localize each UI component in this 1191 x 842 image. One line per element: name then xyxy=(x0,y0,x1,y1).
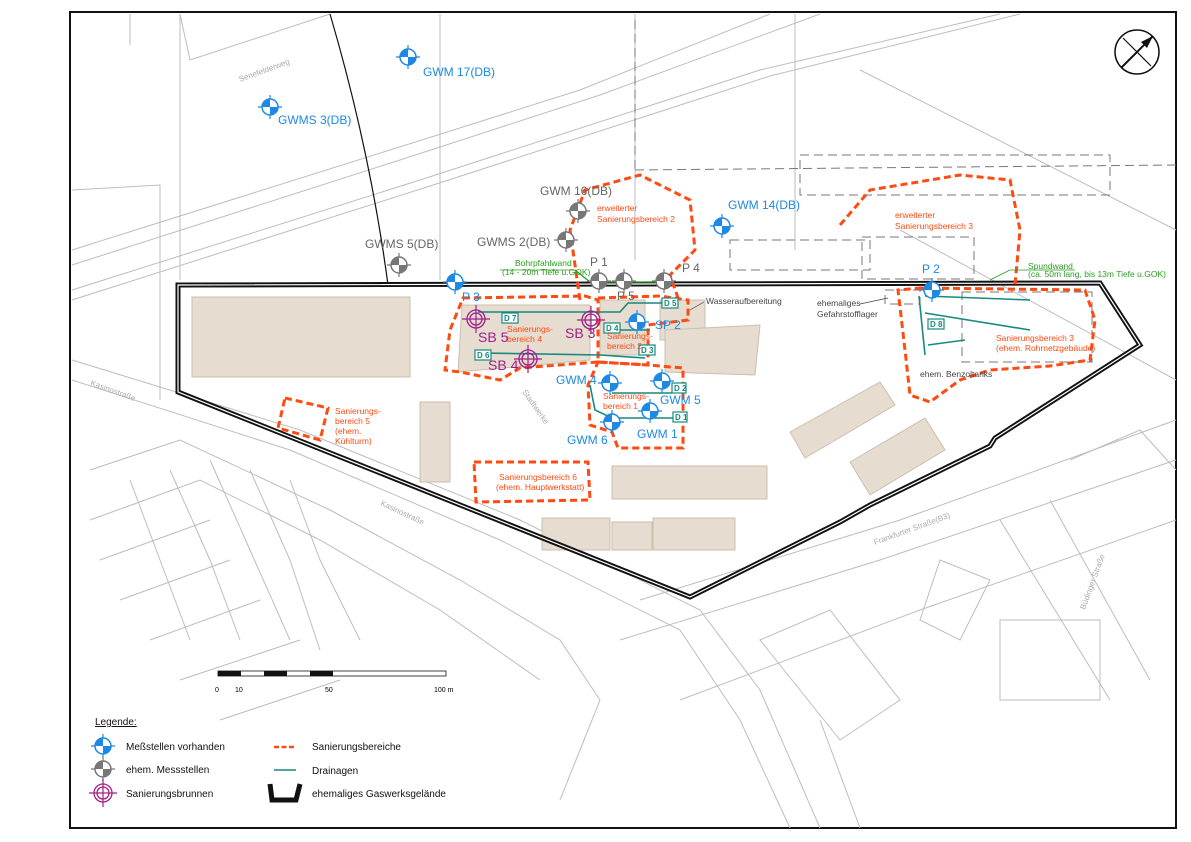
legend-item: Drainagen xyxy=(312,766,358,777)
svg-text:GWM 5: GWM 5 xyxy=(660,393,701,407)
former-structures xyxy=(634,20,1177,363)
svg-text:P 4: P 4 xyxy=(682,261,700,275)
spundwand-label: Spundwand xyxy=(1028,261,1073,271)
former-wells: GWM 16(DB) GWMS 2(DB) GWMS 5(DB) P 1 P 4… xyxy=(365,184,700,303)
svg-text:ehem. Benzoltanks: ehem. Benzoltanks xyxy=(920,369,992,379)
svg-text:GWMS 2(DB): GWMS 2(DB) xyxy=(477,235,550,249)
svg-text:10: 10 xyxy=(235,687,243,694)
drainage-label-d4: D 4 xyxy=(603,322,621,334)
svg-text:P 5: P 5 xyxy=(617,289,635,303)
svg-text:GWM 1: GWM 1 xyxy=(637,427,678,441)
base-map-lines xyxy=(71,13,1177,829)
buildings xyxy=(191,296,946,551)
svg-text:D 4: D 4 xyxy=(606,324,619,333)
svg-text:P 3: P 3 xyxy=(462,290,480,304)
remediation-areas xyxy=(276,173,1097,504)
svg-text:D 6: D 6 xyxy=(477,351,490,360)
svg-text:P 1: P 1 xyxy=(590,255,608,269)
north-arrow-icon xyxy=(1114,29,1160,75)
legend-item: Meßstellen vorhanden xyxy=(126,742,225,753)
existing-wells: GWM 17(DB) GWMS 3(DB) GWM 14(DB) P 3 SP … xyxy=(257,44,945,447)
svg-text:Sanierungsbereich 6(ehem. Haup: Sanierungsbereich 6(ehem. Hauptwerkstatt… xyxy=(496,472,585,492)
svg-text:GWM 4: GWM 4 xyxy=(556,373,597,387)
drainage-label-d6: D 6 xyxy=(474,349,492,361)
map-frame xyxy=(69,11,1177,829)
svg-text:SB 5: SB 5 xyxy=(478,329,509,345)
bohrpfahlwand-note: (14 - 20m Tiefe u.GOK) xyxy=(502,267,591,277)
svg-text:SB 4: SB 4 xyxy=(488,357,519,373)
svg-text:GWMS 5(DB): GWMS 5(DB) xyxy=(365,237,438,251)
legend: Legende: Meßstellen vorhanden ehem. Mess… xyxy=(88,717,446,808)
svg-text:Sanierungs-bereich 2: Sanierungs-bereich 2 xyxy=(607,331,653,351)
svg-text:D 7: D 7 xyxy=(504,314,517,323)
svg-text:0: 0 xyxy=(215,687,219,694)
svg-text:D 5: D 5 xyxy=(664,299,677,308)
svg-text:D 1: D 1 xyxy=(675,413,688,422)
svg-text:GWM 14(DB): GWM 14(DB) xyxy=(728,198,800,212)
svg-text:Sanierungs-bereich 4: Sanierungs-bereich 4 xyxy=(507,324,553,344)
svg-text:D 8: D 8 xyxy=(930,320,943,329)
scale-bar: 0 10 50 100 m xyxy=(215,670,454,694)
svg-text:SP 2: SP 2 xyxy=(655,318,681,332)
drainage-label-d1: D 1 xyxy=(672,411,688,423)
svg-text:Wasseraufbereitung: Wasseraufbereitung xyxy=(706,296,782,306)
legend-item: Sanierungsbereiche xyxy=(312,742,401,753)
legend-item: ehem. Messstellen xyxy=(126,765,209,776)
remediation-wells: SB 5 SB 3 SB 4 xyxy=(461,304,606,374)
legend-title: Legende: xyxy=(95,717,137,728)
drainage-label-d3: D 3 xyxy=(638,344,656,356)
svg-text:100 m: 100 m xyxy=(434,687,454,694)
svg-text:Sanierungs-bereich 1: Sanierungs-bereich 1 xyxy=(603,391,649,411)
svg-text:D 3: D 3 xyxy=(641,346,654,355)
svg-text:Sanierungs-bereich 5(ehem.Kühl: Sanierungs-bereich 5(ehem.Kühlturm) xyxy=(335,406,381,446)
walls: Bohrpfahlwand (14 - 20m Tiefe u.GOK) Spu… xyxy=(500,258,1166,283)
spundwand-note: (ca. 50m lang, bis 13m Tiefe u.GOK) xyxy=(1028,269,1166,279)
bohrpfahlwand-label: Bohrpfahlwand xyxy=(515,258,572,268)
svg-text:Sanierungsbereich 3(ehem. Rohr: Sanierungsbereich 3(ehem. Rohrnetzgebäud… xyxy=(996,333,1095,353)
svg-text:GWM 16(DB): GWM 16(DB) xyxy=(540,184,612,198)
drainage-label-d7: D 7 xyxy=(501,312,519,324)
drainage-label-d2: D 2 xyxy=(671,382,687,394)
svg-text:GWM 17(DB): GWM 17(DB) xyxy=(423,65,495,79)
drainage-label-d8: D 8 xyxy=(927,318,945,330)
svg-text:GWMS 3(DB): GWMS 3(DB) xyxy=(278,113,351,127)
legend-item: Sanierungsbrunnen xyxy=(126,789,213,800)
legend-item: ehemaliges Gaswerksgelände xyxy=(312,789,446,800)
svg-text:SB 3: SB 3 xyxy=(565,325,596,341)
drainage-labels: D 1 D 2 D 3 D 4 D 5 D 6 D 7 D 8 xyxy=(474,297,945,423)
svg-text:GWM 6: GWM 6 xyxy=(567,433,608,447)
drainage-label-d5: D 5 xyxy=(661,297,679,309)
svg-text:P 2: P 2 xyxy=(922,262,940,276)
svg-text:D 2: D 2 xyxy=(674,384,687,393)
svg-text:50: 50 xyxy=(325,687,333,694)
